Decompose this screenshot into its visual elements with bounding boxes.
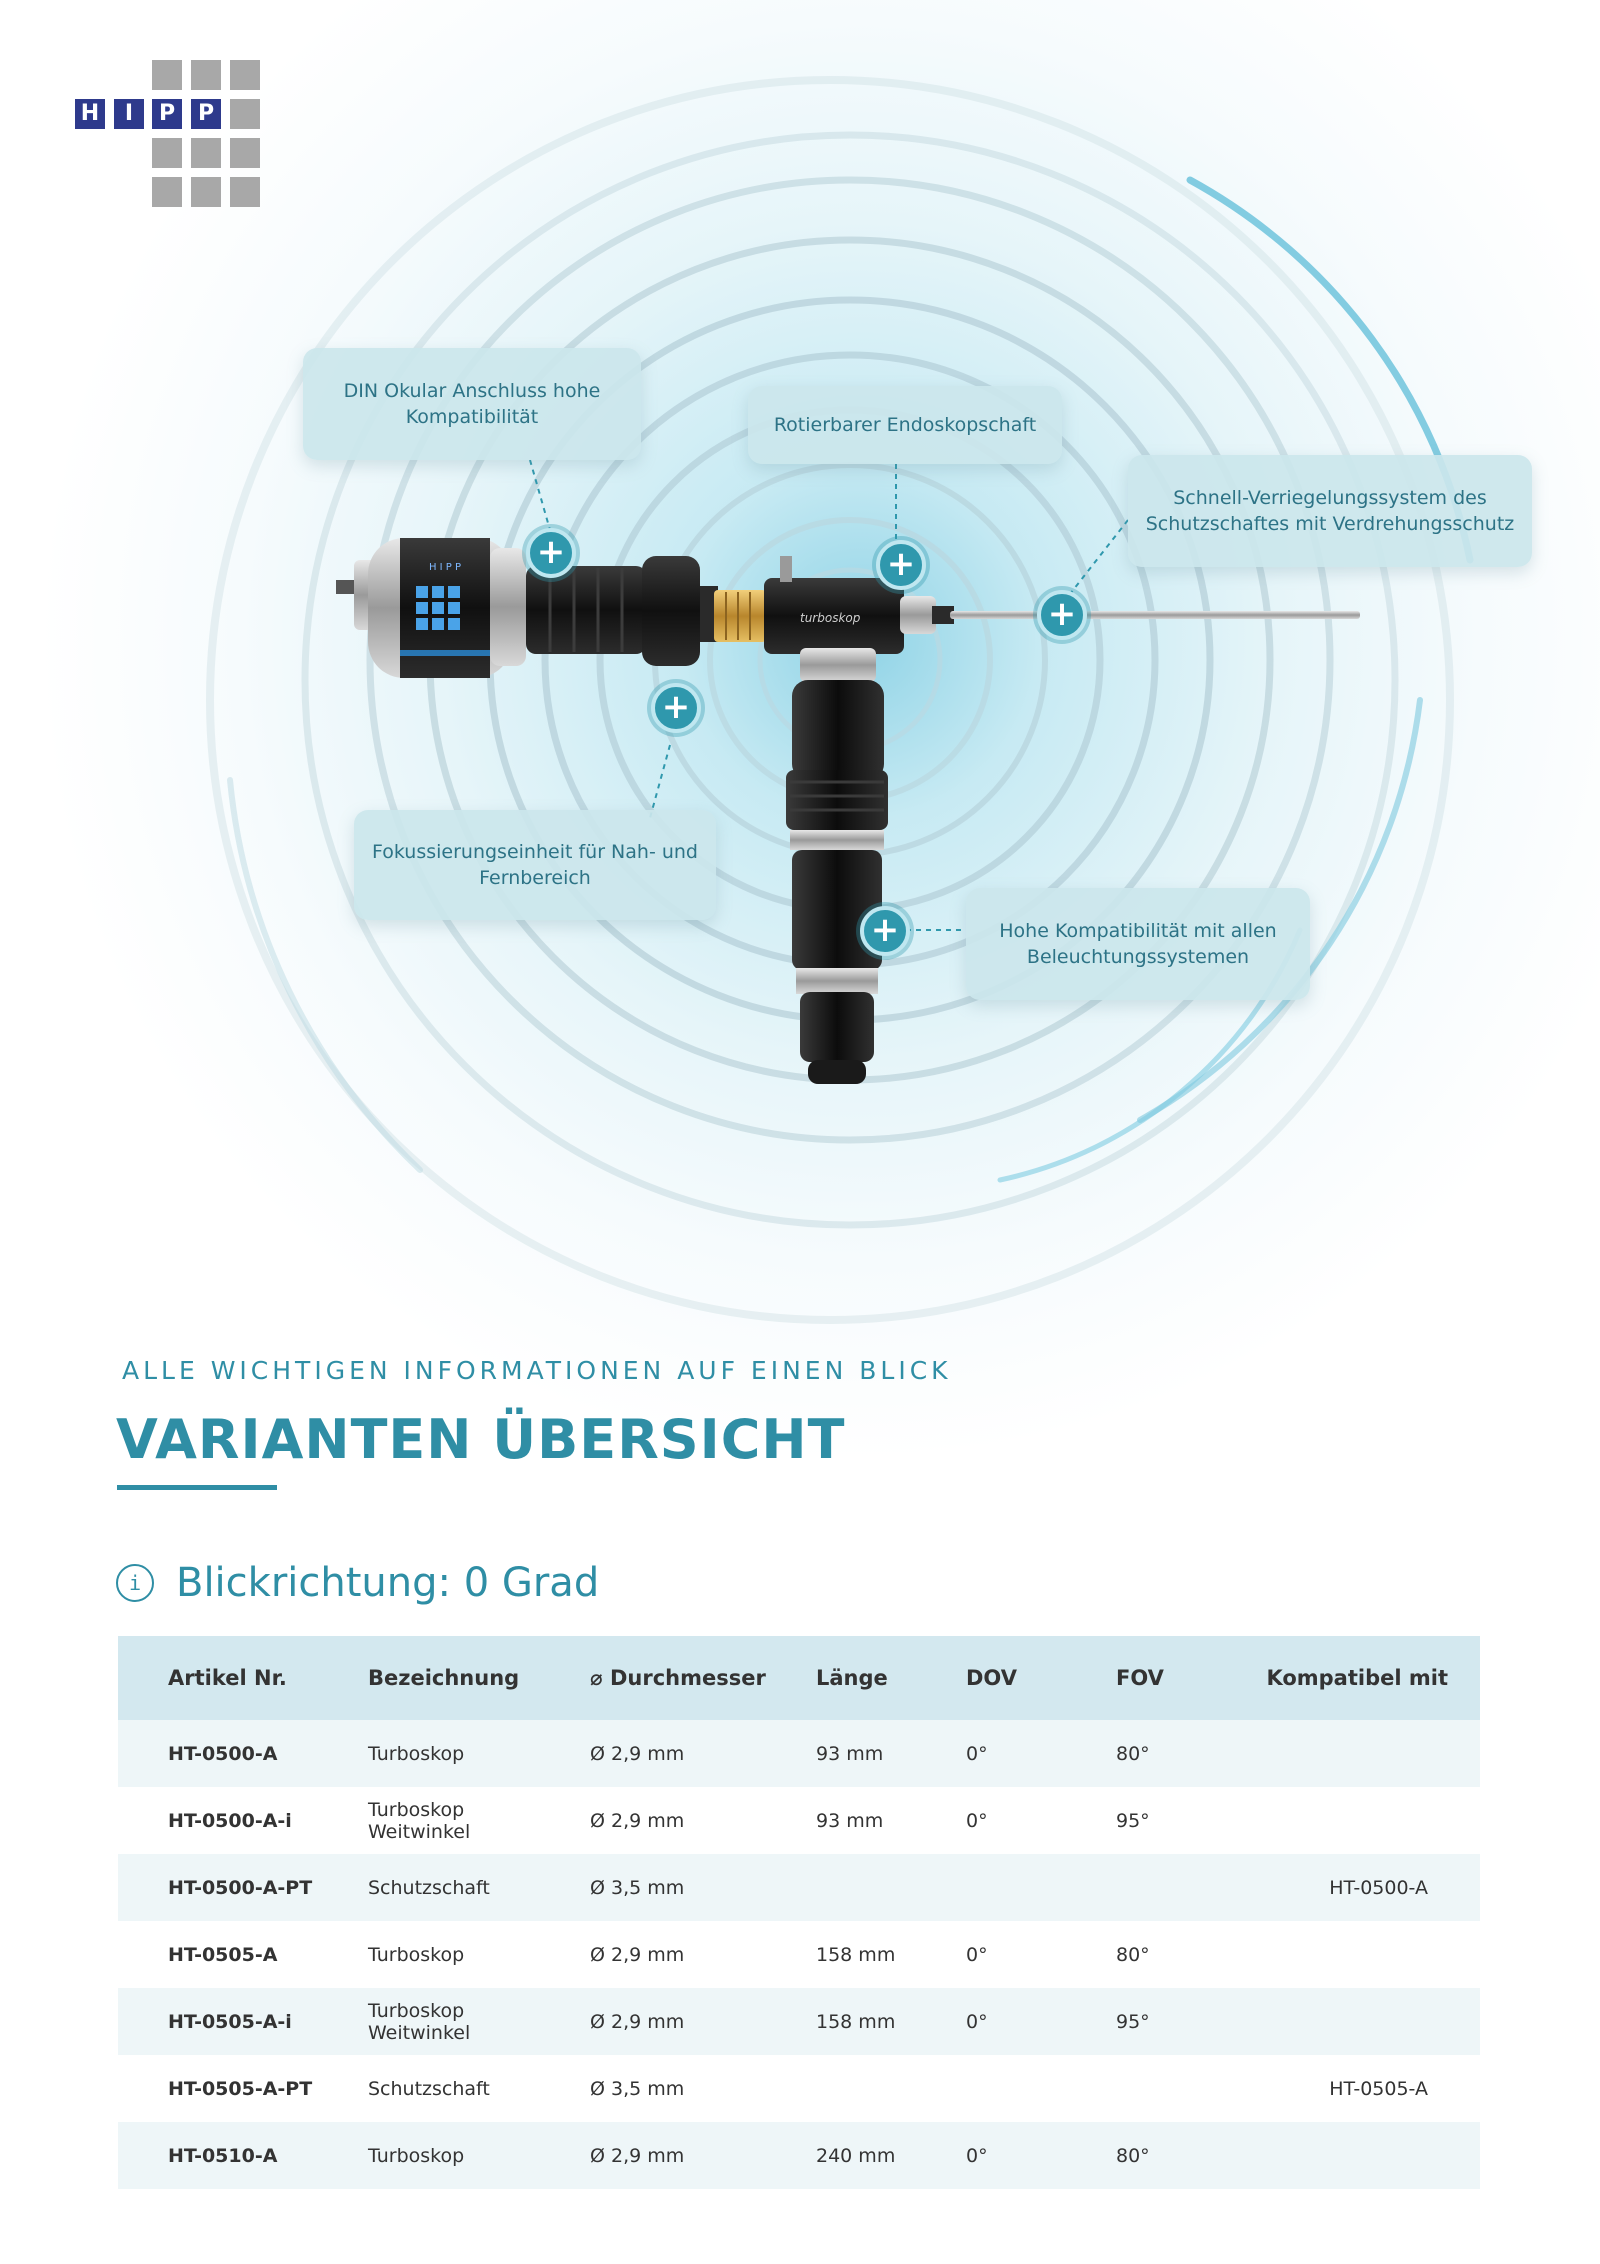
device-brand-label: turboskop xyxy=(800,611,861,625)
cell-bezeichnung: Schutzschaft xyxy=(368,2077,490,2100)
cell-bezeichnung: Schutzschaft xyxy=(368,1876,490,1899)
title-underline xyxy=(117,1485,277,1490)
subhead-blickrichtung: i Blickrichtung: 0 Grad xyxy=(116,1558,599,1608)
cell-laenge: 158 mm xyxy=(816,2010,896,2033)
table-row: HT-0505-A-PT Schutzschaft Ø 3,5 mm HT-05… xyxy=(118,2055,1480,2122)
table-row: HT-0510-A Turboskop Ø 2,9 mm 240 mm 0° 8… xyxy=(118,2122,1480,2189)
callout-din-okular-text: DIN Okular Anschluss hohe Kompatibilität xyxy=(343,380,601,428)
logo-letter-p: P xyxy=(191,99,221,129)
plus-marker-din-okular[interactable]: + xyxy=(526,528,576,578)
table-row: HT-0505-A-i Turboskop Weitwinkel Ø 2,9 m… xyxy=(118,1988,1480,2055)
cell-artikel: HT-0500-A-i xyxy=(168,1809,292,1832)
cell-artikel: HT-0505-A xyxy=(168,1943,278,1966)
cell-artikel: HT-0505-A-PT xyxy=(168,2077,313,2100)
cell-artikel: HT-0505-A-i xyxy=(168,2010,292,2033)
cell-dov: 0° xyxy=(966,1809,988,1832)
cell-dov: 0° xyxy=(966,2010,988,2033)
header-kompatibel-mit: Kompatibel mit xyxy=(1266,1666,1448,1690)
callout-fokus-text: Fokussierungseinheit für Nah- und Fernbe… xyxy=(372,841,698,889)
header-bezeichnung: Bezeichnung xyxy=(368,1666,520,1690)
callout-fokussierungseinheit: Fokussierungseinheit für Nah- und Fernbe… xyxy=(354,810,716,920)
cell-kompatibel: HT-0500-A xyxy=(1329,1876,1428,1899)
header-fov: FOV xyxy=(1116,1666,1164,1690)
logo-letter-p: P xyxy=(152,99,182,129)
callout-hohe-text: Hohe Kompatibilität mit allen Beleuchtun… xyxy=(999,920,1277,968)
table-row: HT-0500-A-i Turboskop Weitwinkel Ø 2,9 m… xyxy=(118,1787,1480,1854)
cell-laenge: 158 mm xyxy=(816,1943,896,1966)
cell-laenge: 93 mm xyxy=(816,1742,884,1765)
section-title: VARIANTEN ÜBERSICHT xyxy=(116,1408,846,1471)
callout-hohe-kompatibilitaet: Hohe Kompatibilität mit allen Beleuchtun… xyxy=(966,888,1310,1000)
cell-laenge: 240 mm xyxy=(816,2144,896,2167)
plus-marker-beleuchtung[interactable]: + xyxy=(860,906,910,956)
table-header: Artikel Nr. Bezeichnung ⌀ Durchmesser Lä… xyxy=(118,1636,1480,1720)
cell-durchmesser: Ø 2,9 mm xyxy=(590,1809,685,1832)
cell-dov: 0° xyxy=(966,1943,988,1966)
callout-schnell-verriegelung: Schnell-Verriegelungssystem des Schutzsc… xyxy=(1128,455,1532,567)
header-durchmesser: ⌀ Durchmesser xyxy=(590,1666,766,1690)
callout-schnell-text: Schnell-Verriegelungssystem des Schutzsc… xyxy=(1145,487,1515,535)
cell-fov: 95° xyxy=(1116,1809,1150,1832)
cell-fov: 80° xyxy=(1116,1943,1150,1966)
subhead-text: Blickrichtung: 0 Grad xyxy=(176,1560,600,1606)
endoscope-illustration: H I P P turboskop xyxy=(336,459,1360,1084)
cell-durchmesser: Ø 2,9 mm xyxy=(590,2144,685,2167)
plus-marker-rotierbarer[interactable]: + xyxy=(876,540,926,590)
header-artikel-nr: Artikel Nr. xyxy=(168,1666,287,1690)
cell-bezeichnung: Turboskop Weitwinkel xyxy=(368,1798,471,1843)
callout-rotierbarer-endoskopschaft: Rotierbarer Endoskopschaft xyxy=(748,386,1062,464)
plus-marker-schnell[interactable]: + xyxy=(1037,590,1087,640)
cell-fov: 95° xyxy=(1116,2010,1150,2033)
header-laenge: Länge xyxy=(816,1666,888,1690)
plus-marker-fokus[interactable]: + xyxy=(651,683,701,733)
device-head-label: H I P P xyxy=(429,562,461,573)
cell-bezeichnung: Turboskop xyxy=(368,1742,465,1765)
cell-artikel: HT-0510-A xyxy=(168,2144,278,2167)
logo-letter-h: H xyxy=(75,99,105,129)
callout-rotierbarer-text: Rotierbarer Endoskopschaft xyxy=(773,414,1037,436)
cell-dov: 0° xyxy=(966,2144,988,2167)
cell-bezeichnung: Turboskop xyxy=(368,1943,465,1966)
cell-durchmesser: Ø 2,9 mm xyxy=(590,1943,685,1966)
cell-durchmesser: Ø 2,9 mm xyxy=(590,1742,685,1765)
section-kicker: ALLE WICHTIGEN INFORMATIONEN AUF EINEN B… xyxy=(122,1356,952,1385)
cell-fov: 80° xyxy=(1116,2144,1150,2167)
table-row: HT-0505-A Turboskop Ø 2,9 mm 158 mm 0° 8… xyxy=(118,1921,1480,1988)
cell-durchmesser: Ø 2,9 mm xyxy=(590,2010,685,2033)
table-row: HT-0500-A-PT Schutzschaft Ø 3,5 mm HT-05… xyxy=(118,1854,1480,1921)
table-row: HT-0500-A Turboskop Ø 2,9 mm 93 mm 0° 80… xyxy=(118,1720,1480,1787)
cell-durchmesser: Ø 3,5 mm xyxy=(590,1876,685,1899)
hipp-logo: H I P P xyxy=(75,60,265,210)
cell-fov: 80° xyxy=(1116,1742,1150,1765)
cell-durchmesser: Ø 3,5 mm xyxy=(590,2077,685,2100)
cell-laenge: 93 mm xyxy=(816,1809,884,1832)
header-dov: DOV xyxy=(966,1666,1017,1690)
variants-table: Artikel Nr. Bezeichnung ⌀ Durchmesser Lä… xyxy=(118,1636,1480,2189)
callout-din-okular: DIN Okular Anschluss hohe Kompatibilität xyxy=(303,348,641,460)
info-icon: i xyxy=(116,1564,154,1602)
cell-bezeichnung: Turboskop xyxy=(368,2144,465,2167)
cell-bezeichnung: Turboskop Weitwinkel xyxy=(368,1999,471,2044)
cell-artikel: HT-0500-A-PT xyxy=(168,1876,313,1899)
cell-dov: 0° xyxy=(966,1742,988,1765)
logo-letter-i: I xyxy=(114,99,144,129)
cell-artikel: HT-0500-A xyxy=(168,1742,278,1765)
cell-kompatibel: HT-0505-A xyxy=(1329,2077,1428,2100)
